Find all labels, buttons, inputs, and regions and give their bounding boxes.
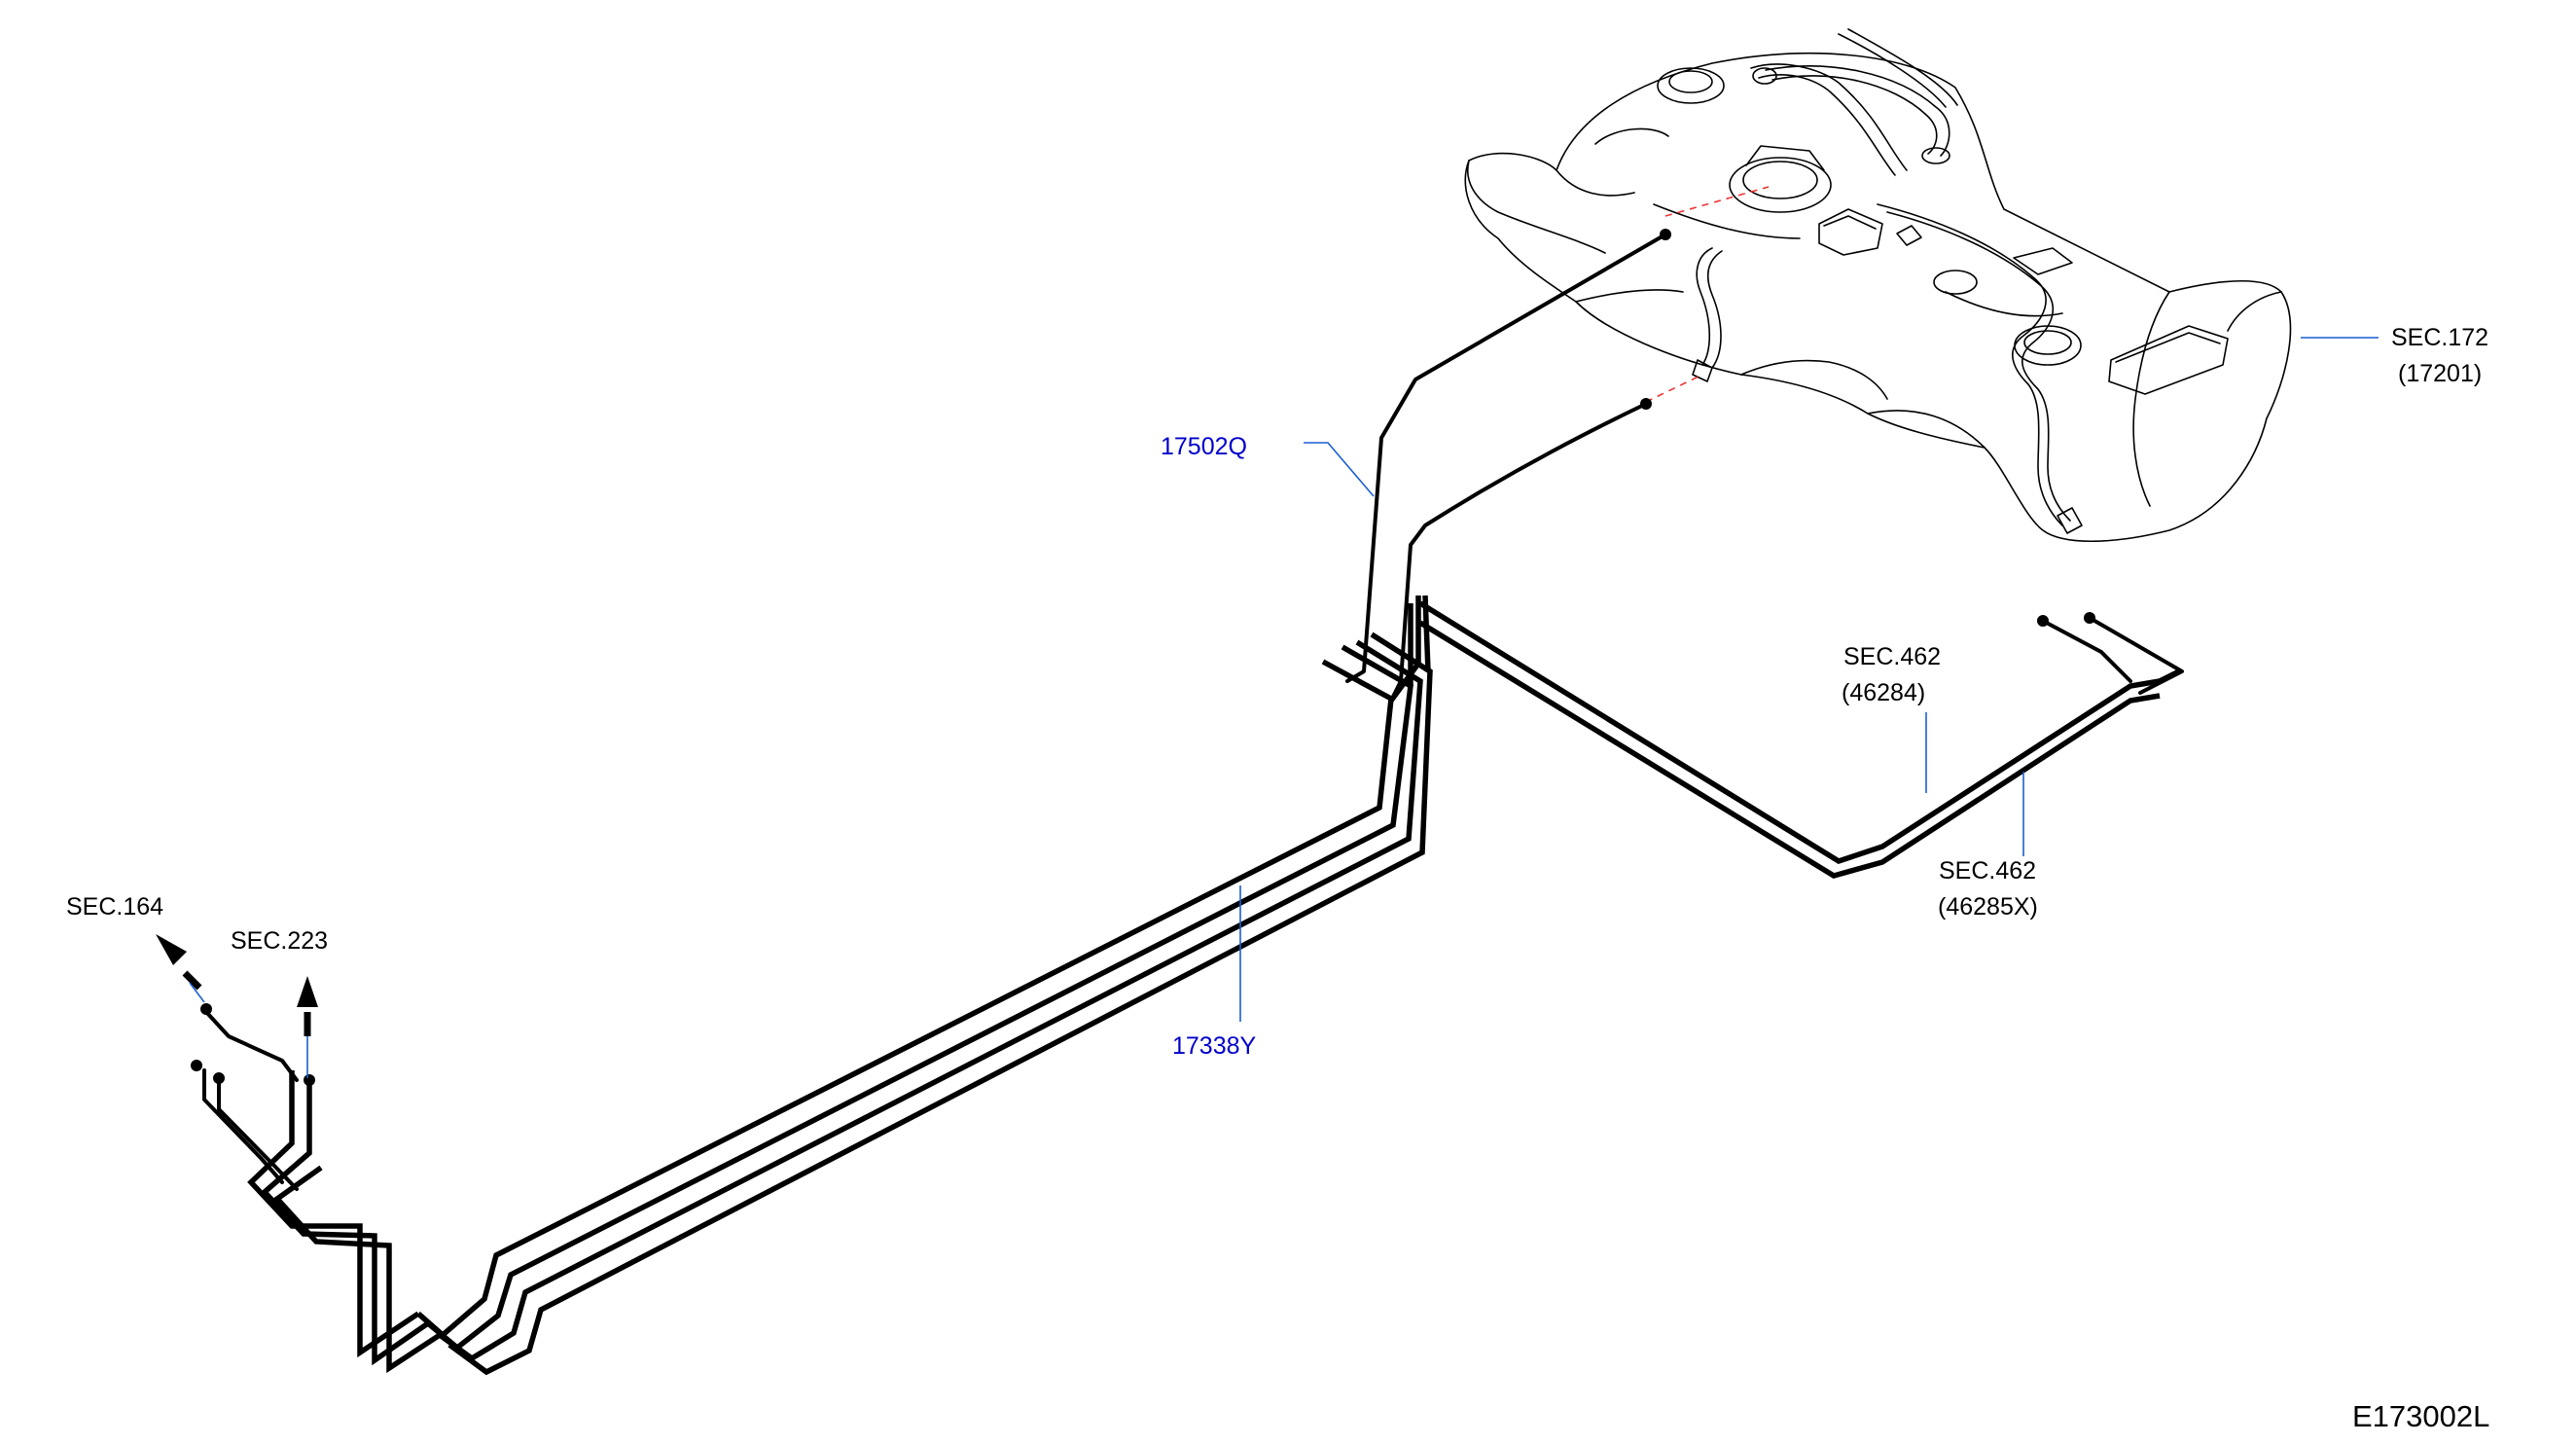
label-sec462-b: SEC.462	[1939, 857, 2036, 884]
tube-bundle-17338y	[416, 595, 1433, 1376]
label-part-17502q: 17502Q	[1161, 433, 1247, 460]
leader-sec164	[189, 982, 205, 1003]
label-sec172: SEC.172	[2391, 324, 2488, 351]
front-tube-manifold	[156, 934, 442, 1374]
connector-dash-upper	[1664, 186, 1770, 217]
label-sec223: SEC.223	[231, 927, 328, 955]
label-part-17338y: 17338Y	[1172, 1032, 1257, 1060]
leader-17502q	[1304, 442, 1375, 497]
label-sec462-a: SEC.462	[1843, 643, 1941, 670]
tube-17502q	[1345, 229, 1671, 703]
label-part-17201: (17201)	[2398, 360, 2482, 387]
label-part-46284: (46284)	[1842, 679, 1925, 706]
brake-tubes	[1388, 596, 2184, 879]
figure-code: E173002L	[2352, 1399, 2489, 1433]
connector-dash-lower	[1645, 375, 1701, 403]
label-sec164: SEC.164	[66, 893, 163, 921]
label-part-46285x: (46285X)	[1938, 893, 2038, 921]
fuel-tank	[1464, 28, 2292, 543]
